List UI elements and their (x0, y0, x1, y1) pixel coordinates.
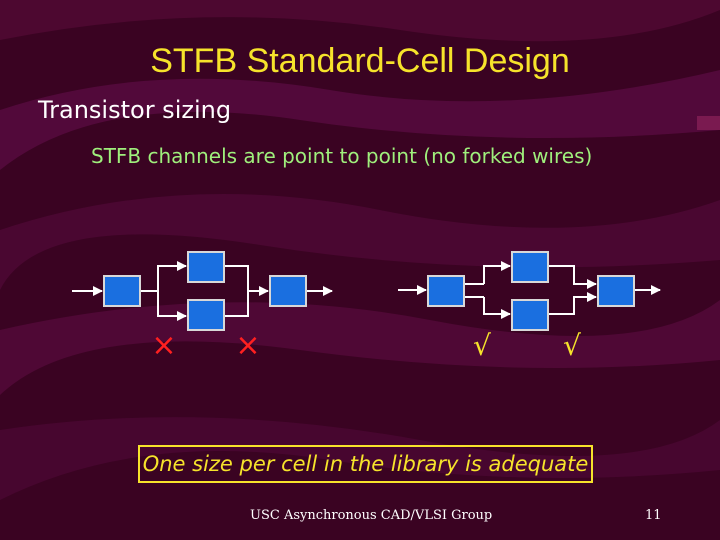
cell-block (511, 251, 549, 283)
cell-block (511, 299, 549, 331)
forked-wire-diagram (72, 261, 333, 321)
cell-block (269, 275, 307, 307)
join-wire-lower (224, 291, 249, 317)
footer-text: USC Asynchronous CAD/VLSI Group (250, 508, 493, 523)
point-to-point-diagram (398, 261, 661, 319)
adequacy-note: One size per cell in the library is adeq… (138, 445, 593, 483)
cell-block (597, 275, 635, 307)
check-mark-left: √ (473, 329, 491, 362)
forked-diagram-cells (103, 251, 307, 331)
merge-wire-upper (548, 265, 597, 289)
check-mark-right: √ (563, 329, 581, 362)
channel-lower (483, 297, 511, 319)
cross-mark-right: × (235, 328, 260, 363)
cross-mark-left: × (151, 328, 176, 363)
merge-wire-lower (548, 292, 597, 315)
page-number: 11 (645, 508, 662, 523)
cell-block (427, 275, 465, 307)
channel-upper (483, 261, 511, 284)
fork-branch-upper (157, 261, 187, 291)
slide-title: STFB Standard-Cell Design (150, 42, 570, 80)
fork-branch-lower (157, 291, 187, 321)
cell-block (103, 275, 141, 307)
cell-block (187, 251, 225, 283)
slide-subtitle: Transistor sizing (38, 96, 232, 124)
bullet-text: STFB channels are point to point (no for… (91, 144, 593, 168)
join-wire-upper (224, 265, 269, 296)
cell-block (187, 299, 225, 331)
point-to-point-cells (427, 251, 635, 331)
